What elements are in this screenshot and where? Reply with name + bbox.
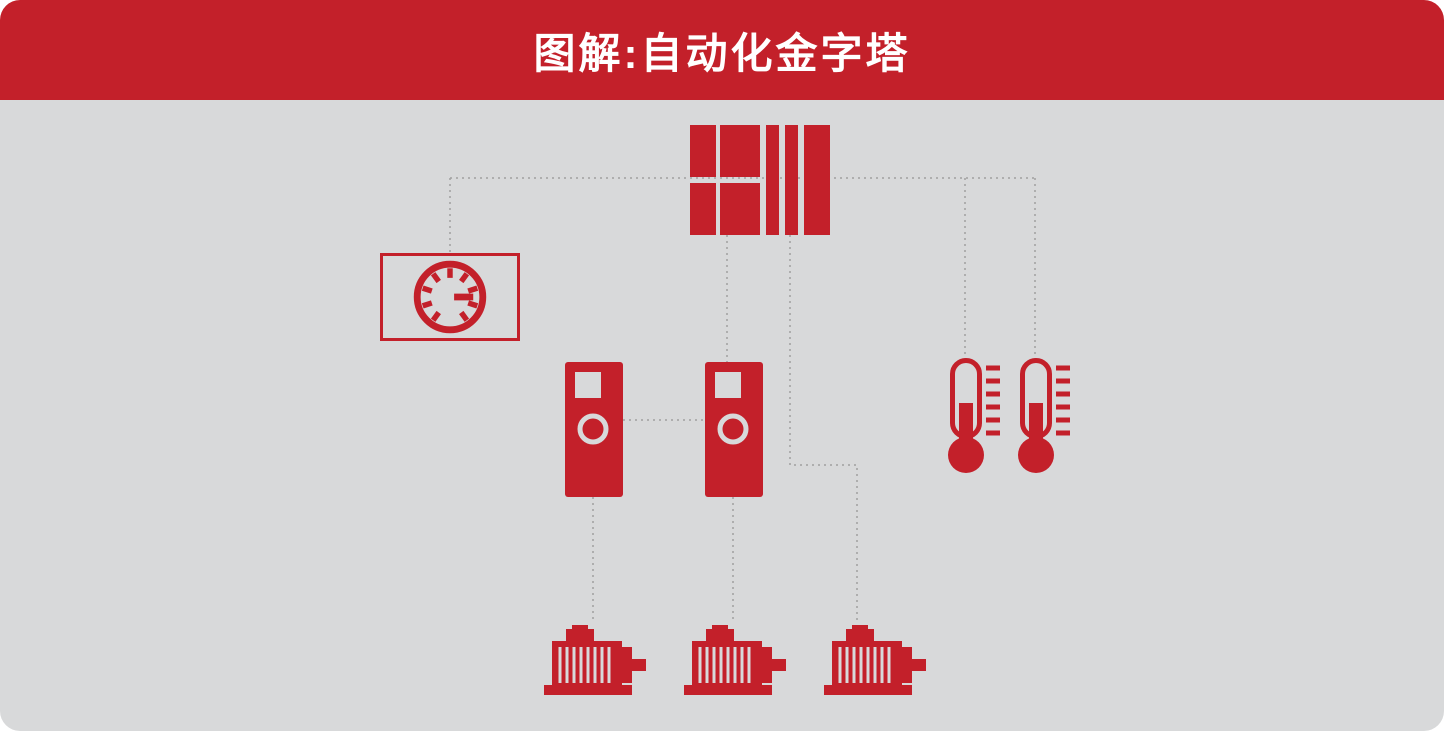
thermometer-icon (1018, 358, 1070, 473)
plc-node (690, 125, 830, 235)
motor-node (680, 623, 792, 701)
vfd-drive-icon (565, 362, 623, 497)
vfd-drive-node (565, 362, 623, 497)
plc-controller-icon (690, 125, 830, 235)
thermometer-icon (948, 358, 1000, 473)
motor-node (540, 623, 652, 701)
diagram-canvas (0, 100, 1444, 731)
header-banner: 图解:自动化金字塔 (0, 0, 1444, 100)
motor-icon (824, 625, 926, 695)
motor-icon (544, 625, 646, 695)
vfd-drive-icon (705, 362, 763, 497)
motor-icon (684, 625, 786, 695)
hmi-panel-node (380, 253, 520, 341)
thermometer-node (945, 358, 1005, 476)
page-title: 图解:自动化金字塔 (533, 29, 911, 77)
motor-node (820, 623, 932, 701)
vfd-drive-node (705, 362, 763, 497)
gauge-icon (413, 260, 487, 334)
thermometer-node (1015, 358, 1075, 476)
connector-lines (449, 177, 1036, 623)
